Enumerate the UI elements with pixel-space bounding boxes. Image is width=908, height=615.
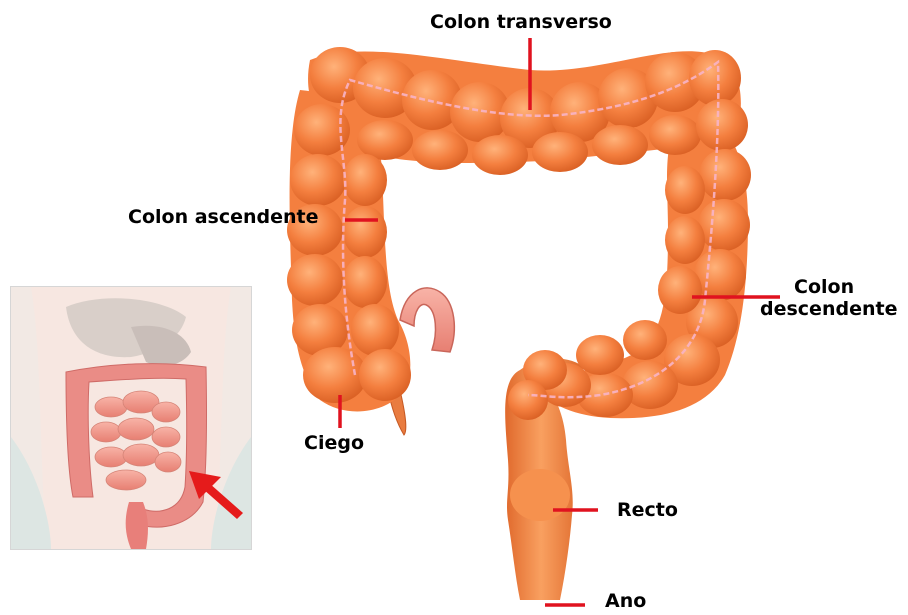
label-colon-transverso: Colon transverso xyxy=(430,11,612,33)
label-colon-descendente: Colon descendente xyxy=(760,276,897,320)
label-colon-descendente-line1: Colon xyxy=(760,276,897,298)
ileum-stub xyxy=(400,288,454,352)
label-recto: Recto xyxy=(617,499,678,521)
label-ano: Ano xyxy=(605,590,646,612)
label-ciego: Ciego xyxy=(304,432,364,454)
torso-illustration xyxy=(11,287,251,549)
torso-inset xyxy=(10,286,252,550)
label-colon-descendente-line2: descendente xyxy=(760,298,897,320)
label-colon-ascendente: Colon ascendente xyxy=(128,206,319,228)
